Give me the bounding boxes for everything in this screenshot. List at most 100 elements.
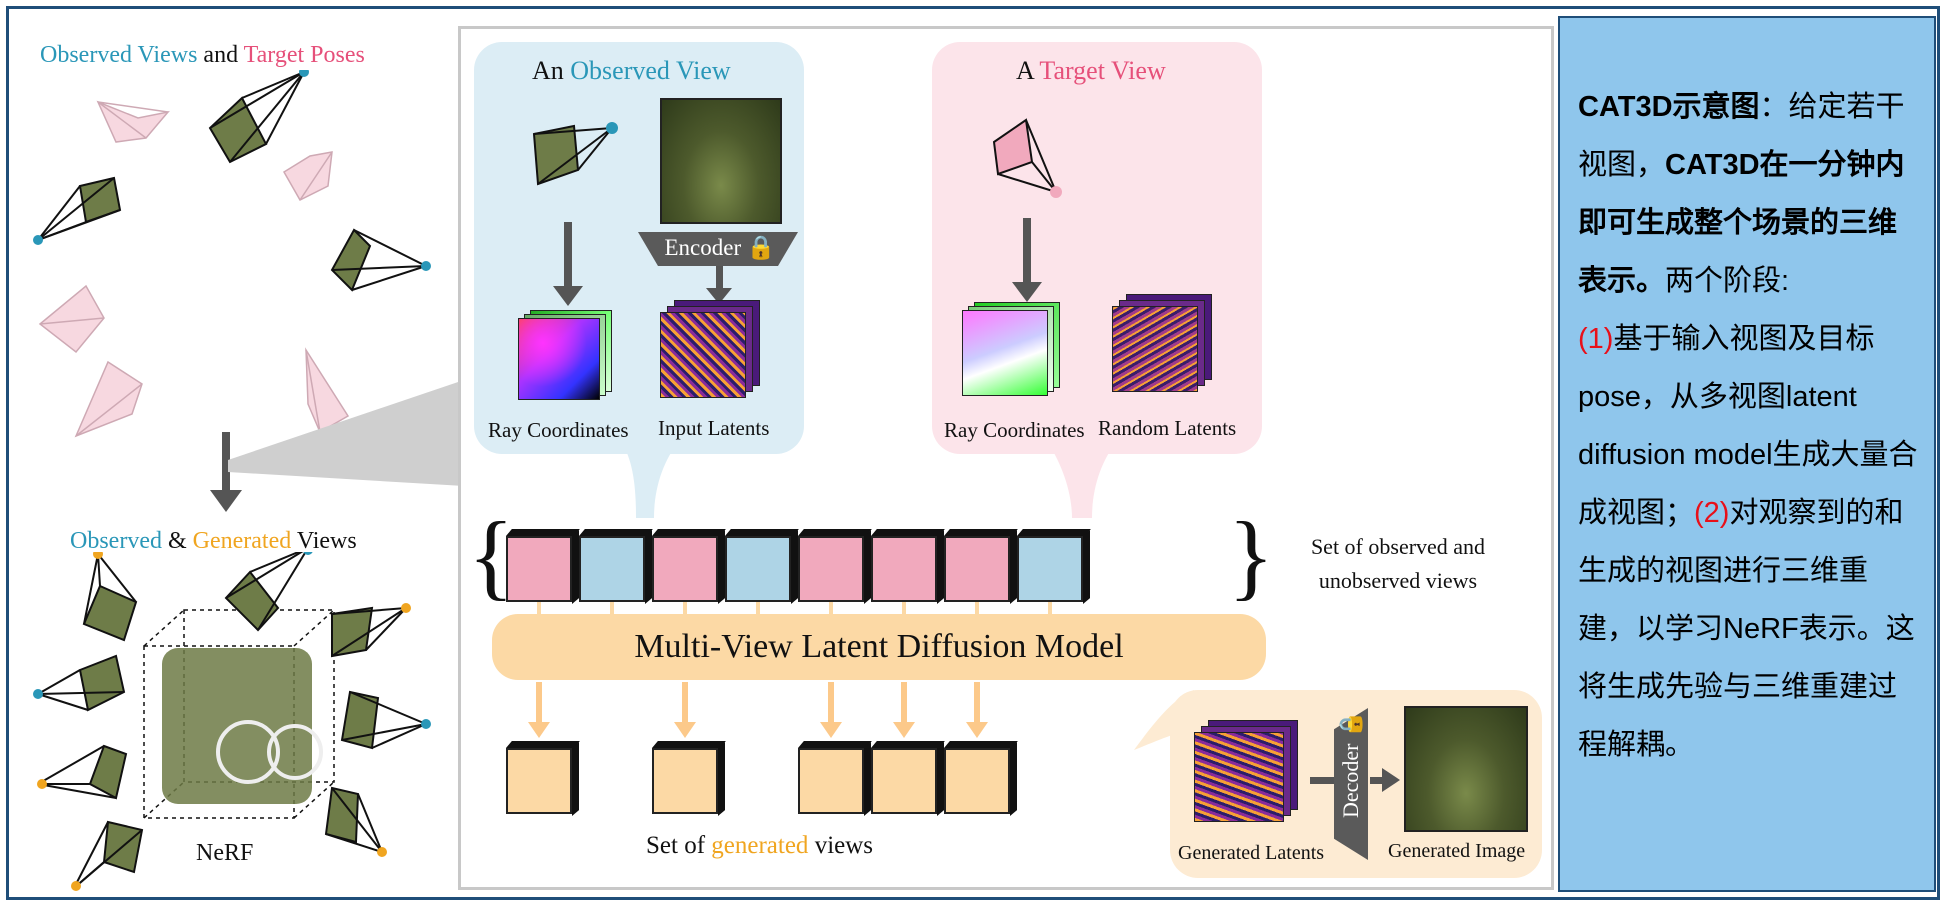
set-views-line2: unobserved views [1318, 568, 1478, 593]
random-latents-stack [1112, 294, 1222, 404]
ray-coordinates-stack-observed [518, 310, 612, 400]
arrow-encoder-down [716, 266, 723, 292]
input-view-cube [725, 536, 791, 602]
observed-camera-frustum [340, 690, 431, 750]
observed-title-highlight: Observed View [570, 56, 731, 85]
output-arrow [682, 682, 688, 724]
input-connector [756, 602, 760, 614]
amp-text: & [161, 528, 193, 554]
and-text: and [197, 42, 244, 68]
target-camera-frustum [282, 151, 333, 201]
generated-view-cube [871, 748, 937, 814]
arrow-observed-down [564, 222, 572, 290]
input-latents-label: Input Latents [658, 416, 770, 440]
left-top-title: Observed Views and Target Poses [40, 42, 365, 69]
ray-coordinates-stack-target [962, 302, 1062, 402]
output-arrow-head [674, 722, 696, 738]
target-title-highlight: Target View [1039, 56, 1166, 85]
generated-latents-stack [1194, 720, 1304, 830]
gen-views-highlight: generated [711, 832, 809, 859]
camera-poses-bottom [33, 552, 431, 891]
input-connector [683, 602, 687, 614]
set-views-line1: Set of observed and [1310, 534, 1486, 559]
camera-poses-top [33, 70, 431, 438]
decoder-arrow-shaft [1310, 777, 1334, 784]
generated-view-cube [798, 748, 864, 814]
input-connector [902, 602, 906, 614]
outer-frame [6, 6, 1940, 900]
observed-camera-frustum [224, 552, 313, 632]
target-poses-text: Target Poses [243, 42, 365, 68]
desc-bold-1: CAT3D示意图 [1578, 91, 1760, 123]
down-arrow-left-head [210, 490, 242, 512]
input-connector [610, 602, 614, 614]
description-panel: CAT3D示意图：给定若干视图，CAT3D在一分钟内即可生成整个场景的三维表示。… [1558, 16, 1936, 892]
output-arrow-head [966, 722, 988, 738]
desc-stage-2: (2) [1694, 497, 1730, 529]
desc-text-2: 两个阶段: [1665, 265, 1790, 297]
observed-camera-icon [532, 122, 618, 186]
ray-coordinates-label-target: Ray Coordinates [944, 418, 1085, 442]
desc-text-1: ：给定若干视图， [1578, 91, 1905, 181]
desc-text-4: 对观察到的和生成的视图进行三维重建，以学习NeRF表示。这将生成先验与三维重建过… [1578, 497, 1915, 761]
decoder-out-arrow-head [1382, 768, 1400, 792]
input-connector [975, 602, 979, 614]
input-view-cube [1017, 536, 1083, 602]
diffusion-model-block: Multi-View Latent Diffusion Model [492, 614, 1266, 680]
input-view-cube [506, 536, 572, 602]
arrow-observed-down-head [553, 286, 583, 306]
generated-text: Generated [192, 528, 292, 554]
desc-text-3: 基于输入视图及目标pose，从多视图latent diffusion model… [1578, 323, 1918, 529]
down-arrow-left [222, 432, 230, 494]
random-latents-label: Random Latents [1098, 416, 1237, 440]
gen-views-prefix: Set of [646, 832, 712, 859]
observed-camera-frustum [330, 228, 431, 292]
input-view-cube [798, 536, 864, 602]
zoom-wedge [228, 380, 464, 486]
input-connector [537, 602, 541, 614]
generated-view-cube [652, 748, 718, 814]
decoder-label: Decoder 🔒 [1338, 711, 1364, 818]
output-arrow [536, 682, 542, 724]
views-text: Views [291, 528, 357, 554]
left-bottom-title: Observed & Generated Views [70, 528, 357, 555]
output-arrow-head [820, 722, 842, 738]
lock-icon: 🔒 [1338, 710, 1363, 738]
output-arrow [974, 682, 980, 724]
decoder-block [1334, 708, 1368, 860]
input-connector [1048, 602, 1052, 614]
input-view-cube [652, 536, 718, 602]
ray-coordinates-label-observed: Ray Coordinates [488, 418, 629, 442]
input-connector [829, 602, 833, 614]
nerf-label: NeRF [196, 840, 254, 866]
input-view-cube [579, 536, 645, 602]
generated-camera-frustum [71, 820, 144, 891]
target-view-title: A Target View [1016, 56, 1166, 86]
generated-latents-label: Generated Latents [1178, 842, 1325, 864]
gen-views-suffix: views [808, 832, 874, 859]
observed-title-prefix: An [532, 56, 571, 85]
arrow-target-down-head [1012, 282, 1042, 302]
desc-stage-1: (1) [1578, 323, 1614, 355]
observed-camera-frustum [208, 70, 309, 164]
arrow-target-down [1023, 218, 1031, 286]
target-title-prefix: A [1016, 56, 1040, 85]
bubble-tails [620, 440, 1118, 518]
generated-views-label: Set of generated views [646, 832, 873, 860]
output-arrow-head [528, 722, 550, 738]
observed-camera-frustum [33, 176, 122, 245]
observed-text: Observed [70, 528, 162, 554]
input-view-cube [871, 536, 937, 602]
lock-icon: 🔒 [746, 235, 776, 260]
description-text: CAT3D示意图：给定若干视图，CAT3D在一分钟内即可生成整个场景的三维表示。… [1578, 78, 1924, 774]
output-arrow-head [893, 722, 915, 738]
generated-view-cube [506, 748, 572, 814]
target-camera-frustum [38, 284, 105, 354]
right-brace: } [1228, 502, 1275, 609]
target-camera-frustum [96, 100, 170, 143]
observed-photo [660, 98, 782, 224]
generated-camera-frustum [324, 786, 387, 857]
observed-camera-frustum [33, 654, 126, 712]
target-camera-frustum [74, 360, 143, 438]
target-camera-icon [992, 118, 1062, 198]
